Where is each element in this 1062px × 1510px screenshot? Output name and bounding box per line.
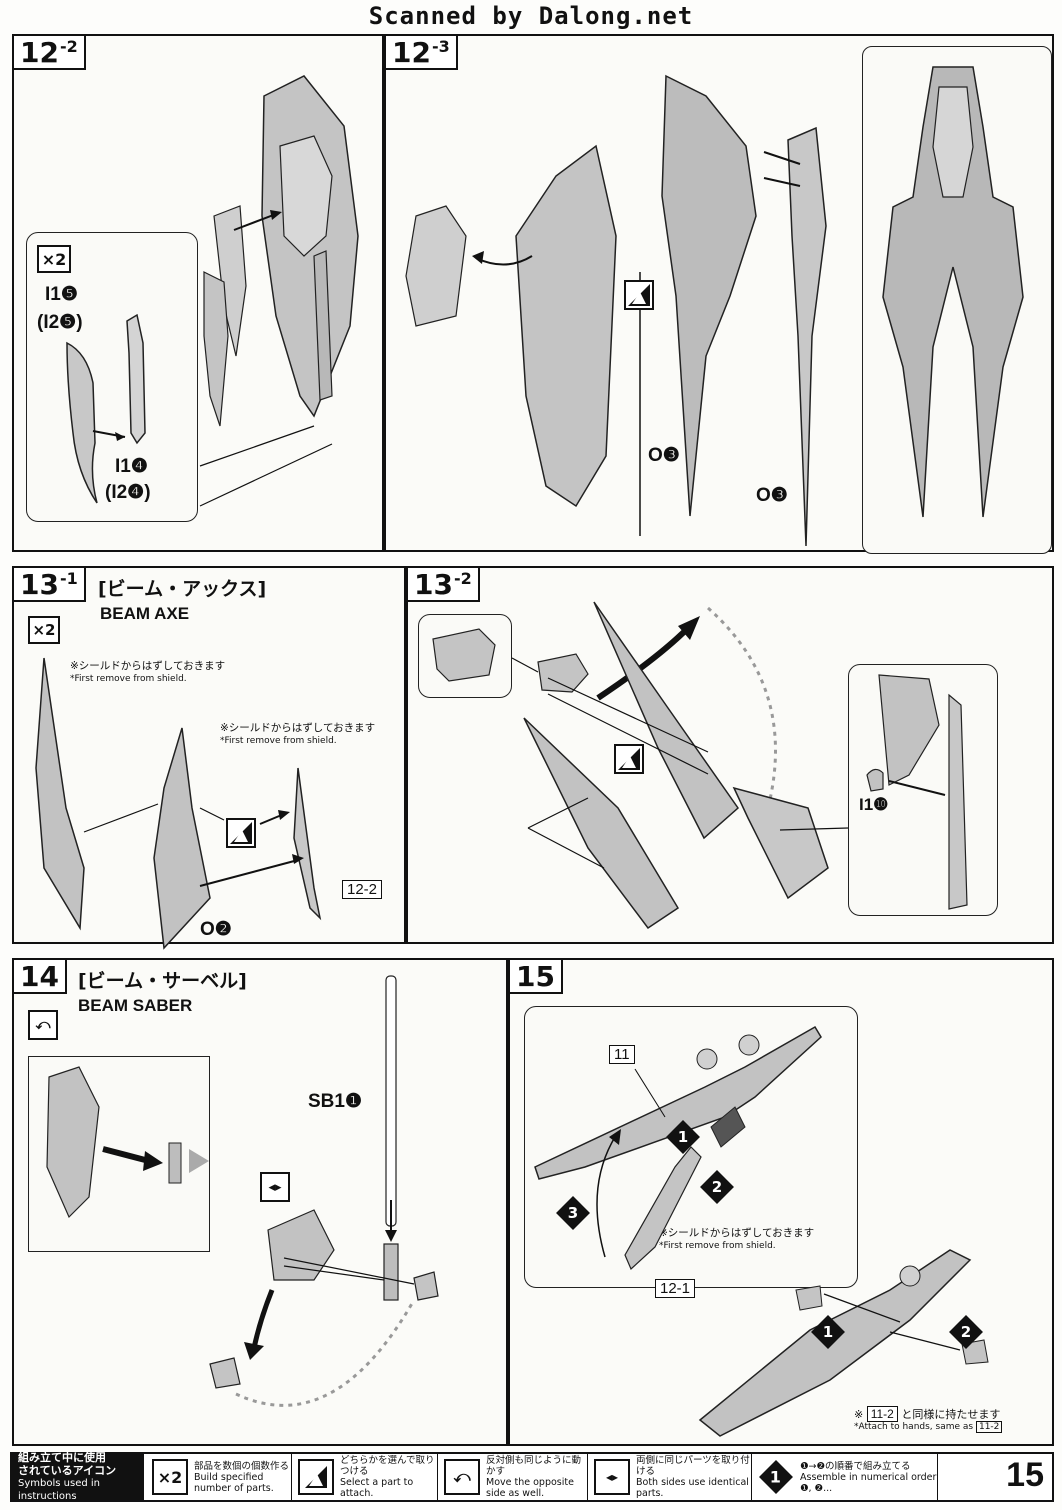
step-number: 13-2	[406, 566, 480, 602]
select-part-icon	[298, 1459, 334, 1495]
part-code: SB1❶	[308, 1091, 362, 1112]
instruction-note: ※シールドからはずしておきます*First remove from shield…	[659, 1227, 815, 1251]
step-reference-tag: 12-2	[342, 880, 383, 899]
part-code: O❷	[200, 919, 232, 940]
symbols-legend: 組み立て中に使用 されているアイコン Symbols used in instr…	[10, 1451, 1054, 1502]
detail-frame: I1❿	[848, 664, 998, 916]
move-opposite-icon: ⤺	[28, 1010, 58, 1040]
page-number: 15	[1006, 1456, 1044, 1494]
rifle-attach-drawing	[534, 1025, 822, 1271]
step-number: 12-3	[384, 34, 458, 70]
step-12-3-panel: 12-3 O❸ O❸	[384, 34, 1054, 554]
step-title-jp: [ビーム・アックス]	[98, 578, 267, 600]
part-code: I1❺	[45, 284, 78, 305]
shield-assembly-drawing	[199, 75, 359, 507]
beam-axe-drawing	[35, 657, 322, 950]
part-code: O❸	[648, 445, 680, 466]
instruction-note: ※シールドからはずしておきます*First remove from shield…	[220, 722, 376, 746]
multiply-icon: ×2	[152, 1459, 188, 1495]
order-marker-icon: 1	[758, 1459, 794, 1495]
detail-frame	[862, 46, 1052, 554]
step-13-2-panel: 13-2 I1❿	[406, 566, 1054, 944]
both-sides-icon: ◂▸	[260, 1172, 290, 1202]
part-code: I1❹	[115, 456, 148, 477]
scanner-watermark: Scanned by Dalong.net	[368, 2, 694, 30]
instruction-note: ※シールドからはずしておきます*First remove from shield…	[70, 660, 226, 684]
part-code: I1❿	[859, 795, 889, 814]
shield-complete-drawing	[882, 66, 1024, 518]
step-number: 12-2	[12, 34, 86, 70]
detail-frame	[28, 1056, 210, 1252]
part-code: O❸	[756, 485, 788, 506]
multiply-icon: ×2	[28, 616, 60, 644]
select-part-icon	[614, 744, 644, 774]
beam-saber-drawing	[209, 975, 439, 1407]
part-code: (I2❹)	[105, 482, 151, 503]
step-13-1-panel: 13-1 [ビーム・アックス] BEAM AXE ×2 ※シールドからはずしてお…	[12, 566, 406, 950]
select-part-icon	[226, 818, 256, 848]
step-number: 14	[12, 958, 67, 994]
step-15-panel: 15 11 12-1 ※シールドからはずしておきます*First remove …	[508, 958, 1054, 1446]
detail-frame	[418, 614, 512, 698]
move-opposite-icon: ⤺	[444, 1459, 480, 1495]
step-title-jp: [ビーム・サーベル]	[78, 970, 247, 992]
step-title-en: BEAM SABER	[78, 996, 193, 1015]
beam-axe-attach-drawing	[511, 601, 849, 930]
order-marker: 1	[811, 1315, 845, 1349]
both-sides-icon: ◂▸	[594, 1459, 630, 1495]
attach-note: ※ 11-2 と同様に持たせます *Attach to hands, same …	[854, 1406, 1003, 1434]
step-number: 15	[508, 958, 563, 994]
select-part-icon	[624, 280, 654, 310]
multiply-icon: ×2	[37, 245, 71, 273]
step-12-2-panel: 12-2 ×2 I1❺ (I2❺) I1❹ (I2❹)	[12, 34, 384, 552]
step-reference-tag: 12-1	[655, 1279, 696, 1298]
shield-part-drawing	[66, 313, 146, 504]
rifle-hand-drawing	[698, 1249, 989, 1437]
shield-side-drawing	[405, 74, 827, 547]
part-code: (I2❺)	[37, 312, 83, 333]
order-marker: 2	[949, 1315, 983, 1349]
step-reference-tag: 11	[609, 1045, 635, 1064]
hand-saber-detail-drawing	[46, 1066, 209, 1219]
step-14-panel: 14 [ビーム・サーベル] BEAM SABER ⤺ SB1❶ ◂▸	[12, 958, 508, 1446]
detail-frame: 11 12-1 ※シールドからはずしておきます*First remove fro…	[524, 1006, 858, 1298]
hand-grip-detail-drawing	[866, 674, 968, 910]
detail-frame: ×2 I1❺ (I2❺) I1❹ (I2❹)	[26, 232, 198, 522]
step-number: 13-1	[12, 566, 86, 602]
step-title-en: BEAM AXE	[100, 604, 190, 623]
legend-title: 組み立て中に使用 されているアイコン Symbols used in instr…	[12, 1451, 144, 1502]
grip-detail-drawing	[432, 628, 496, 682]
